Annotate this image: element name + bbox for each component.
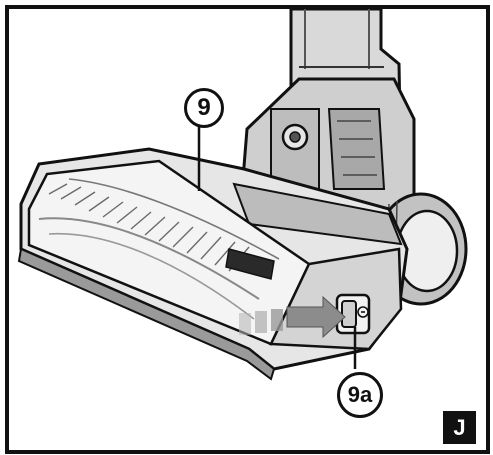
figure-letter-label: J — [453, 415, 465, 441]
floor-head-illustration — [9, 9, 486, 450]
figure-frame: 9 9a J — [5, 5, 490, 454]
callout-9-label: 9 — [197, 96, 210, 120]
callout-9a-label: 9a — [348, 384, 372, 406]
callout-9a: 9a — [337, 372, 383, 418]
callout-9: 9 — [184, 88, 224, 128]
figure-letter-tag: J — [443, 411, 476, 444]
